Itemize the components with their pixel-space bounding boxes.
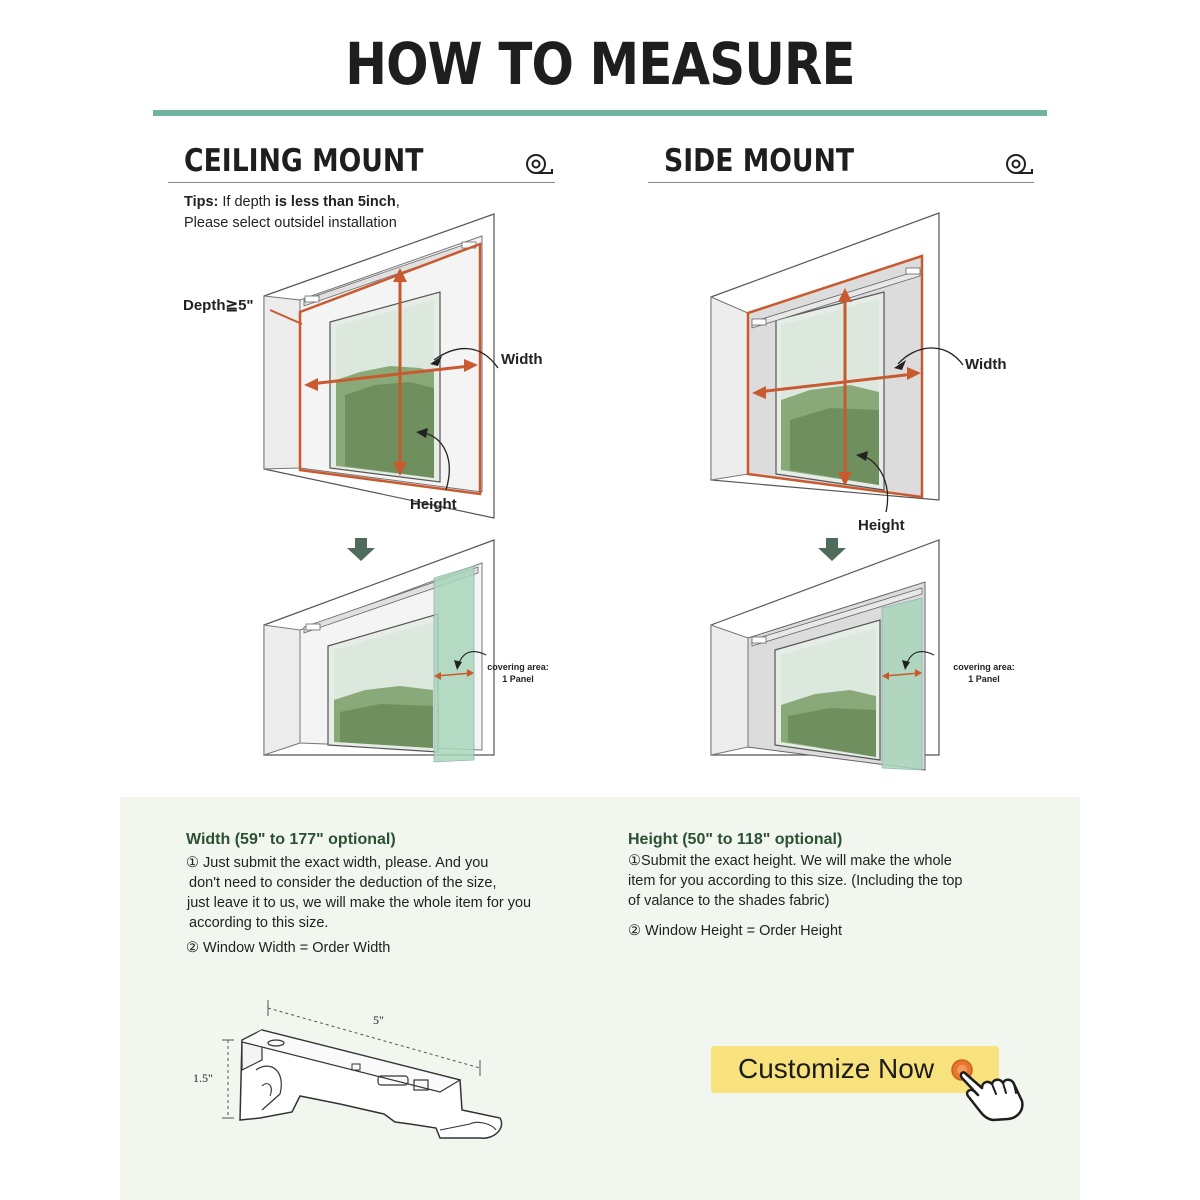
width-spec-title: Width (59" to 177" optional) (186, 831, 396, 848)
ceiling-mount-title: CEILING MOUNT (184, 143, 424, 179)
spec-panel (120, 797, 1080, 1200)
customize-now-button[interactable]: Customize Now (711, 1046, 999, 1093)
bracket-height-label: 1.5" (193, 1071, 213, 1085)
side-mount-title: SIDE MOUNT (664, 143, 855, 179)
side-covering-label-1: covering area: (953, 662, 1015, 672)
down-arrow-icon (818, 538, 846, 561)
height-spec-line: item for you according to this size. (In… (628, 873, 963, 889)
tips-text-b: is less than 5inch (274, 194, 396, 210)
tips-label: Tips: (184, 194, 219, 210)
ceiling-covering-label-2: 1 Panel (502, 674, 534, 684)
height-spec-line: of valance to the shades fabric) (628, 893, 830, 909)
side-mount-rule (648, 182, 1034, 183)
side-covering-label-2: 1 Panel (968, 674, 1000, 684)
height-spec-line: ①Submit the exact height. We will make t… (628, 853, 952, 869)
depth-label: Depth≧5" (183, 297, 254, 314)
pointer-hand-icon (951, 1059, 1024, 1122)
ceiling-covering-label: covering area: 1 Panel (478, 661, 558, 685)
ceiling-tips: Tips: If depth is less than 5inch, Pleas… (184, 192, 400, 234)
width-spec-line: ① Just submit the exact width, please. A… (186, 855, 489, 871)
height-spec-title: Height (50" to 118" optional) (628, 831, 843, 848)
width-spec-text: ① Just submit the exact width, please. A… (186, 853, 531, 958)
ceiling-height-label: Height (410, 496, 457, 513)
ceiling-covering-label-1: covering area: (487, 662, 549, 672)
width-spec-line: just leave it to us, we will make the wh… (187, 895, 532, 911)
tips-text-c: , (395, 194, 400, 210)
title-divider (153, 110, 1047, 116)
tips-line-2: Please select outsidel installation (184, 215, 397, 231)
page-title: HOW TO MEASURE (345, 30, 855, 98)
width-spec-note: ② Window Width = Order Width (186, 940, 391, 956)
ceiling-mount-rule (168, 182, 555, 183)
ceiling-width-label: Width (501, 351, 543, 368)
side-covering-label: covering area: 1 Panel (944, 661, 1024, 685)
width-spec-line: don't need to consider the deduction of … (189, 875, 497, 891)
height-spec-note: ② Window Height = Order Height (628, 923, 843, 939)
tips-text-a: If depth (222, 194, 271, 210)
height-spec-text: ①Submit the exact height. We will make t… (628, 851, 962, 941)
tape-measure-icon (1006, 154, 1033, 174)
bracket-length-label: 5" (373, 1013, 384, 1027)
down-arrow-icon (347, 538, 375, 561)
customize-now-label: Customize Now (738, 1053, 935, 1084)
side-width-label: Width (965, 356, 1007, 373)
side-height-label: Height (858, 517, 905, 534)
tape-measure-icon (526, 154, 553, 174)
width-spec-line: according to this size. (189, 915, 329, 931)
